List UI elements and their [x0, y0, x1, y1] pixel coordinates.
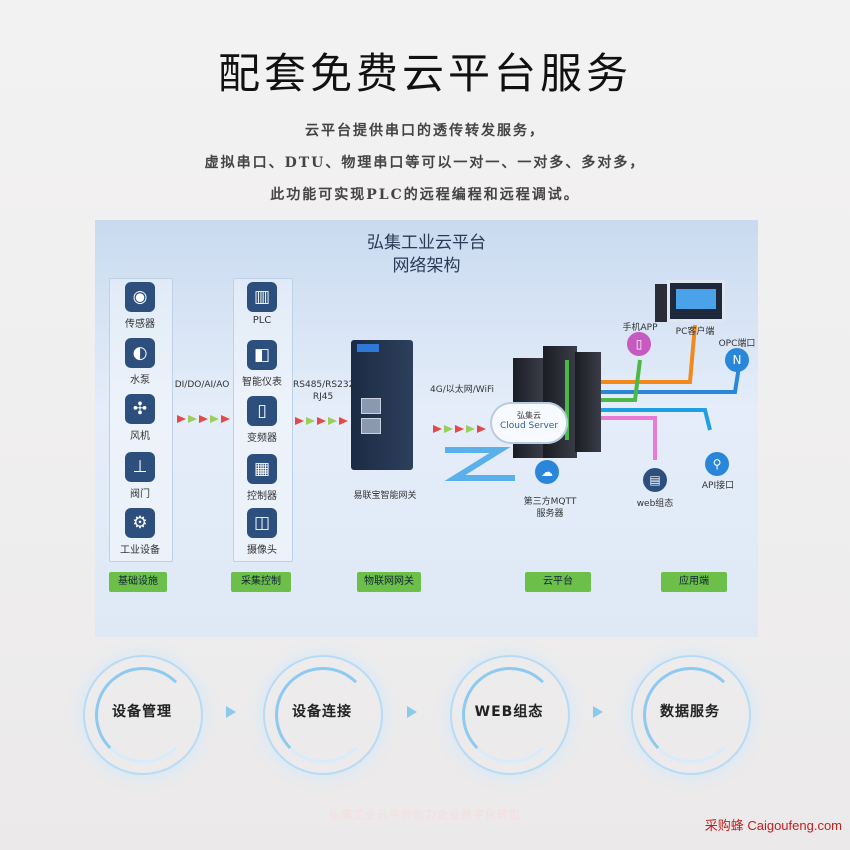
line-green: [600, 359, 642, 402]
io-arrows: [177, 408, 232, 423]
web-scada-icon: ▤: [643, 468, 667, 492]
web-scada-label: web组态: [636, 499, 674, 509]
serial-arrows: [295, 410, 350, 425]
serial-link-label-2: RJ45: [312, 392, 334, 402]
infra-label: 阀门: [130, 489, 150, 500]
controller-icon: ▦: [247, 454, 277, 484]
pc-tower-icon: [655, 284, 667, 322]
infra-label: 水泵: [130, 375, 150, 386]
line-blue-2: [600, 408, 712, 431]
acq-item-camera: ◫ 摄像头: [227, 508, 297, 556]
tag-acquisition: 采集控制: [231, 572, 291, 592]
pc-monitor-icon: [667, 280, 725, 322]
gateway-label: 易联宝智能网关: [353, 491, 417, 501]
description-line-3: 此功能可实现PLC的远程编程和远程调试。: [270, 187, 580, 203]
mqtt-label-1: 第三方MQTT: [523, 497, 577, 507]
meter-icon: ◧: [247, 340, 277, 370]
tag-infrastructure: 基础设施: [109, 572, 167, 592]
plc-icon: ▥: [247, 282, 277, 312]
line-orange: [600, 324, 697, 384]
footer-faint-text: 弘集工业云平台助力企业数字化转型: [329, 808, 521, 821]
infra-item-sensor: ◉ 传感器: [105, 282, 175, 330]
inverter-icon: ▯: [247, 396, 277, 426]
opc-port-icon: N: [725, 348, 749, 372]
sensor-icon: ◉: [125, 282, 155, 312]
arrow-right-icon: [407, 706, 417, 718]
infra-label: 传感器: [125, 319, 155, 330]
mqtt-label-2: 服务器: [536, 509, 564, 519]
mobile-app-label: 手机APP: [622, 323, 658, 333]
acq-item-meter: ◧ 智能仪表: [227, 340, 297, 388]
diagram-title-line-1: 弘集工业云平台: [367, 233, 486, 253]
gateway-device: [351, 340, 413, 470]
cloud-label-2: Cloud Server: [499, 421, 559, 431]
tag-application: 应用端: [661, 572, 727, 592]
arrow-right-icon: [593, 706, 603, 718]
page-title: 配套免费云平台服务: [217, 49, 632, 98]
infra-item-fan: ✣ 风机: [105, 394, 175, 442]
line-blue: [600, 359, 742, 394]
network-arrows: [433, 418, 488, 433]
line-pink: [600, 416, 657, 460]
fan-icon: ✣: [125, 394, 155, 424]
infra-item-pump: ◐ 水泵: [105, 338, 175, 386]
tag-gateway: 物联网网关: [357, 572, 421, 592]
arrow-right-icon: [226, 706, 236, 718]
acq-item-controller: ▦ 控制器: [227, 454, 297, 502]
acq-label: 摄像头: [247, 545, 277, 556]
cloud-server: 弘集云 Cloud Server: [490, 402, 568, 444]
mobile-app-icon: ▯: [627, 332, 651, 356]
infra-item-valve: ⊥ 阀门: [105, 452, 175, 500]
serial-link-label-1: RS485/RS232: [293, 380, 355, 390]
service-web-scada: WEB组态: [450, 655, 570, 775]
acq-item-inverter: ▯ 变频器: [227, 396, 297, 444]
api-interface-label: API接口: [701, 481, 735, 491]
valve-icon: ⊥: [125, 452, 155, 482]
acq-label: 控制器: [247, 491, 277, 502]
acq-label: 智能仪表: [242, 377, 282, 388]
server-rack-3: [575, 352, 601, 452]
diagram-title-line-2: 网络架构: [392, 256, 461, 276]
service-device-management: 设备管理: [83, 655, 203, 775]
service-data-service: 数据服务: [631, 655, 751, 775]
tag-cloud: 云平台: [525, 572, 591, 592]
acq-label: PLC: [252, 315, 272, 326]
pc-client-label: PC客户端: [675, 327, 715, 337]
robot-arm-icon: ⚙: [125, 508, 155, 538]
service-label: 设备连接: [292, 704, 352, 720]
server-accent: [565, 360, 569, 440]
pump-icon: ◐: [125, 338, 155, 368]
cloud-label-1: 弘集云: [517, 411, 541, 420]
service-device-connection: 设备连接: [263, 655, 383, 775]
service-label: WEB组态: [474, 704, 544, 720]
opc-port-label: OPC端口: [718, 339, 756, 349]
camera-icon: ◫: [247, 508, 277, 538]
connection-lines: [444, 324, 742, 481]
infra-label: 风机: [130, 431, 150, 442]
mqtt-cloud-icon: ☁: [535, 460, 559, 484]
io-link-label: DI/DO/AI/AO: [174, 380, 230, 390]
description-line-1: 云平台提供串口的透传转发服务，: [305, 123, 545, 139]
acq-label: 变频器: [247, 433, 277, 444]
infra-item-industrial: ⚙ 工业设备: [105, 508, 175, 556]
line-mqtt-z: [444, 447, 515, 481]
watermark: 采购蜂 Caigoufeng.com: [704, 818, 842, 833]
service-label: 数据服务: [660, 704, 720, 720]
acq-item-plc: ▥ PLC: [227, 282, 297, 326]
api-interface-icon: ⚲: [705, 452, 729, 476]
infra-label: 工业设备: [120, 545, 160, 556]
diagram-title: 弘集工业云平台 网络架构: [95, 232, 758, 278]
network-link-label: 4G/以太网/WiFi: [430, 385, 494, 395]
architecture-diagram: 弘集工业云平台 网络架构 ◉ 传感器 ◐ 水泵 ✣ 风机 ⊥ 阀门 ⚙ 工业设备…: [95, 220, 758, 637]
service-label: 设备管理: [112, 704, 172, 720]
description-line-2: 虚拟串口、DTU、物理串口等可以一对一、一对多、多对多，: [204, 155, 646, 171]
